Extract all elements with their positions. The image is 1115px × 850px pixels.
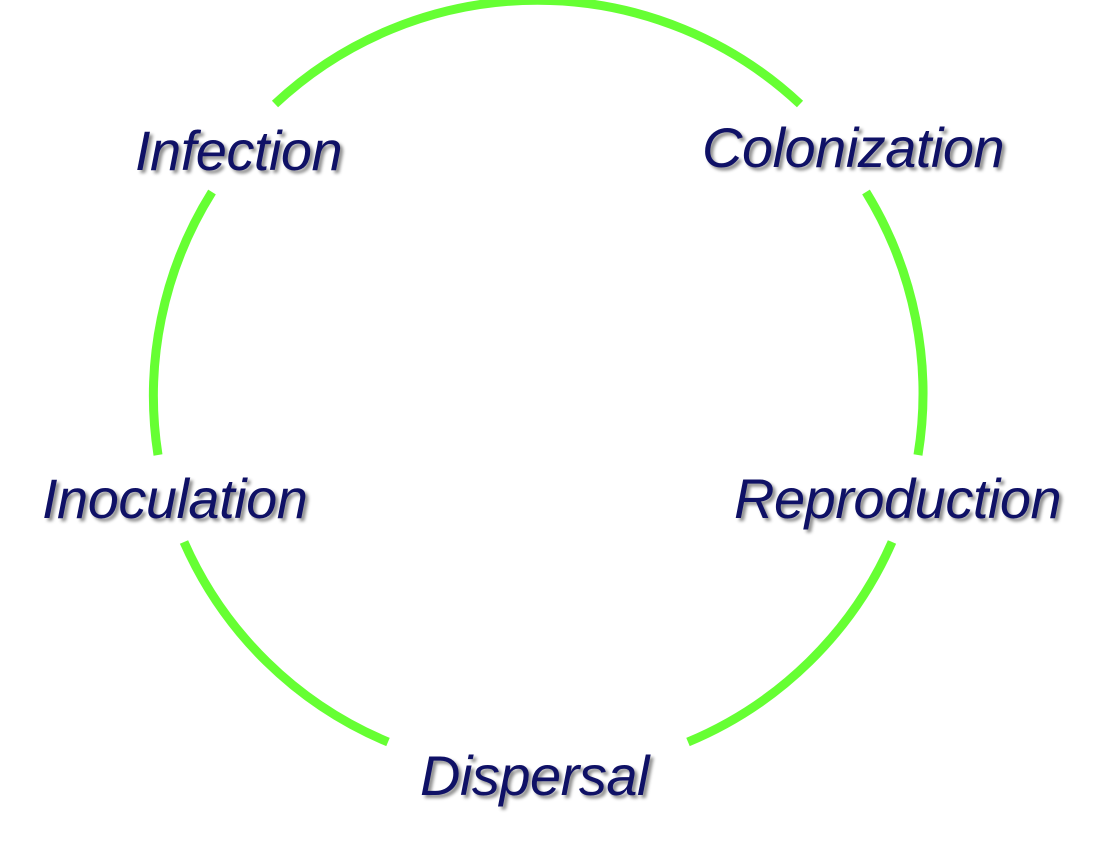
cycle-arc-reproduction-to-dispersal xyxy=(686,540,897,747)
cycle-arc-colonization-to-reproduction xyxy=(862,189,928,456)
stage-label-colonization: Colonization xyxy=(702,116,1004,179)
stage-label-inoculation: Inoculation xyxy=(42,467,307,530)
cycle-arc-inoculation-to-infection xyxy=(148,189,216,456)
stage-label-infection: Infection xyxy=(135,119,342,182)
cycle-arc-dispersal-to-inoculation xyxy=(179,540,390,747)
stage-label-reproduction: Reproduction xyxy=(734,467,1061,530)
stage-label-dispersal: Dispersal xyxy=(420,744,651,807)
cycle-arc-infection-to-colonization xyxy=(271,0,804,108)
